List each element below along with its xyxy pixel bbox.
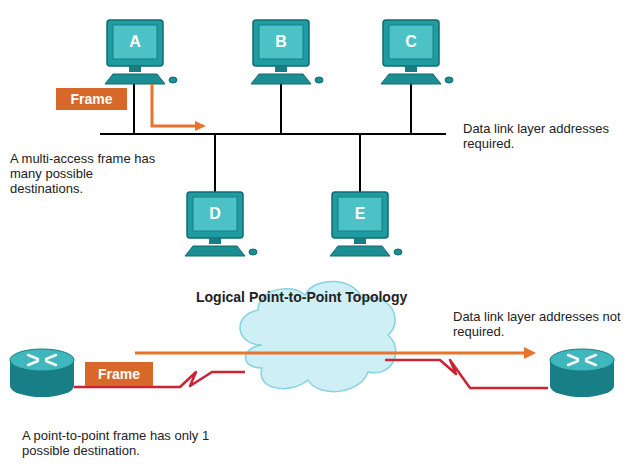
note-text: A point-to-point frame has only 1 possib…	[22, 428, 237, 458]
node-text: E	[355, 205, 366, 223]
frame-box: Frame	[56, 88, 127, 110]
frame-box: Frame	[85, 362, 153, 386]
pc-icon	[185, 192, 257, 256]
node-text: Frame	[70, 91, 112, 107]
pc-screen: B	[259, 25, 303, 59]
frame-arrow	[152, 84, 196, 126]
bus-wire	[100, 84, 446, 192]
pc-screen: C	[389, 25, 433, 59]
frame-arrow	[135, 352, 524, 355]
pc-icon	[251, 20, 323, 84]
pc-icon	[105, 20, 177, 84]
pc-screen: A	[113, 25, 157, 59]
note-text: A multi-access frame has many possible d…	[10, 151, 160, 196]
node-text: B	[275, 33, 287, 51]
router-icon	[10, 349, 74, 397]
node-text: A	[129, 33, 141, 51]
arrow-head	[195, 121, 206, 131]
node-text: Frame	[98, 366, 140, 382]
pc-icon	[330, 192, 402, 256]
serial-link	[385, 360, 548, 388]
pc-icon	[381, 20, 453, 84]
section-title: Logical Point-to-Point Topology	[196, 290, 456, 305]
arrow-head	[524, 347, 536, 359]
pc-screen: D	[193, 197, 237, 231]
router-icon	[550, 349, 614, 397]
note-text: Data link layer addresses required.	[463, 121, 618, 151]
pc-screen: E	[338, 197, 382, 231]
node-text: C	[405, 33, 417, 51]
node-text: D	[209, 205, 221, 223]
note-text: Data link layer addresses not required.	[453, 309, 621, 339]
